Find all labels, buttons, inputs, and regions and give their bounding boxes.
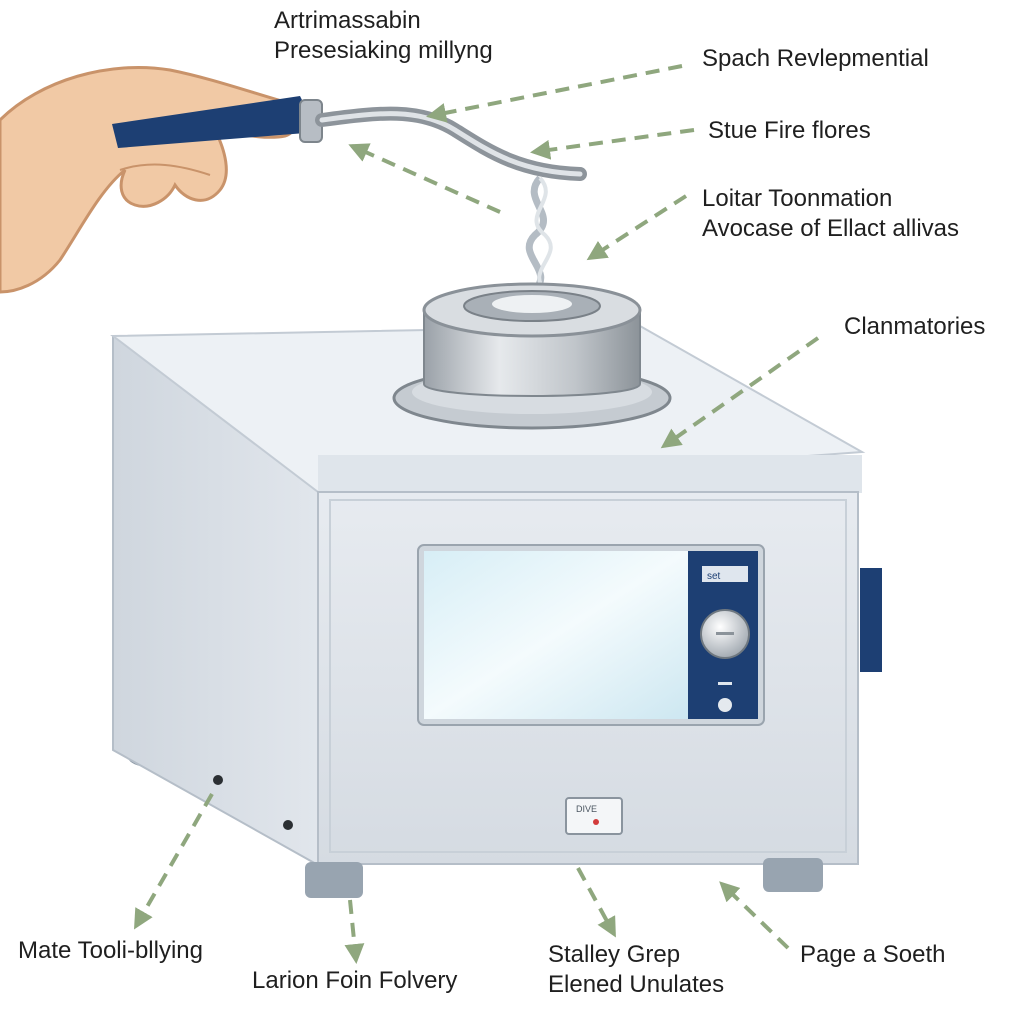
label-mate-tooli-bllying: Mate Tooli-bllying <box>18 937 203 964</box>
viewing-window <box>424 551 688 719</box>
arrow-1 <box>348 143 501 214</box>
label-spach-revlepmential: Spach Revlepmential <box>702 45 929 72</box>
arrow-7 <box>344 899 365 964</box>
label-larion-foin-folvery: Larion Foin Folvery <box>252 967 458 994</box>
label-clanmatories: Clanmatories <box>844 313 986 340</box>
badge-plate <box>565 797 623 835</box>
arrow-9 <box>719 881 790 950</box>
label-presesiaking: Presesiaking millyng <box>274 37 493 64</box>
mini-display <box>702 566 748 582</box>
label-avocase: Avocase of Ellact allivas <box>702 215 960 242</box>
label-stue-fire-flores: Stue Fire flores <box>708 117 871 144</box>
mini-display-text: set <box>707 571 721 582</box>
indicator-light-icon <box>718 698 732 712</box>
label-stalley-grep: Stalley Grep <box>548 941 681 968</box>
callout-arrows <box>134 64 820 964</box>
hand-illustration <box>0 66 298 294</box>
arrow-4 <box>586 194 688 261</box>
label-page-a-soeth: Page a Soeth <box>800 941 946 968</box>
metal-drum-illustration <box>392 282 672 430</box>
arrow-2 <box>426 64 683 123</box>
arrow-3 <box>530 128 695 160</box>
label-elened-unulates: Elened Unulates <box>548 971 725 998</box>
badge-text: DIVE <box>576 804 597 814</box>
arrow-5 <box>660 336 820 449</box>
label-loitar-toonmation: Loitar Toonmation <box>702 185 893 212</box>
label-artrimassabin: Artrimassabin <box>274 7 421 34</box>
front-panel: set DIVE <box>417 544 765 835</box>
arrow-8 <box>576 867 616 938</box>
extraction-tool-illustration <box>112 96 587 181</box>
arrow-6 <box>134 793 214 930</box>
